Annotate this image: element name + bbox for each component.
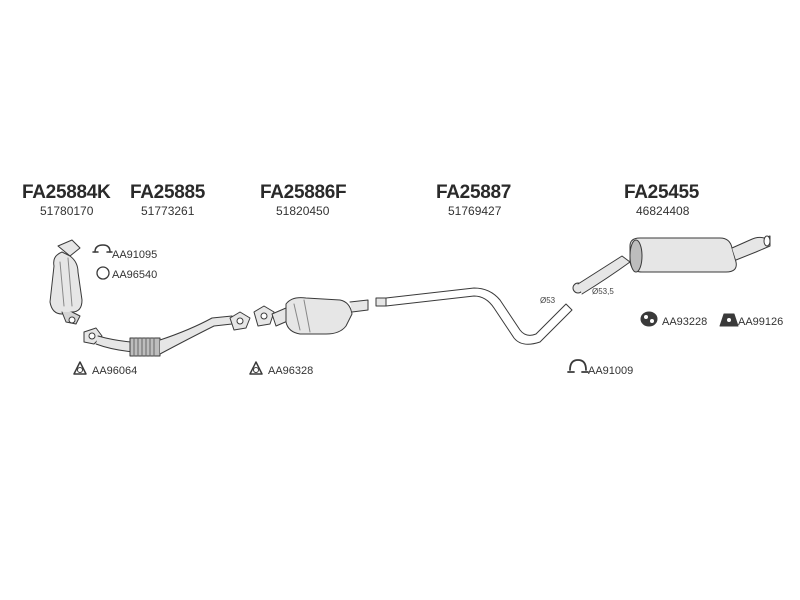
part-number-51780170: 51780170 [40, 204, 94, 218]
accessory-label-aa91009[interactable]: AA91009 [588, 365, 634, 377]
accessory-label-aa96328[interactable]: AA96328 [268, 365, 314, 377]
part-number-46824408: 46824408 [636, 204, 690, 218]
rubber-mount-icon[interactable] [640, 311, 658, 327]
dimension-label-d53: Ø53 [540, 296, 556, 305]
accessory-label-aa91095[interactable]: AA91095 [112, 249, 158, 261]
clamp-icon[interactable] [92, 244, 113, 253]
ring-gasket-icon[interactable] [96, 266, 110, 280]
part-number-51820450: 51820450 [276, 204, 330, 218]
part-code-fa25455[interactable]: FA25455 [624, 182, 700, 203]
catalytic-converter-fa25884k[interactable] [49, 239, 83, 325]
dimension-label-d53-5: Ø53,5 [592, 287, 614, 296]
accessory-label-aa96064[interactable]: AA96064 [92, 365, 138, 377]
flange-gasket-icon[interactable] [73, 361, 87, 375]
accessory-label-aa93228[interactable]: AA93228 [662, 316, 708, 328]
part-code-fa25885[interactable]: FA25885 [130, 182, 206, 203]
middle-pipe-fa25887[interactable] [375, 287, 573, 345]
part-code-fa25884k[interactable]: FA25884K [22, 182, 111, 203]
rear-silencer-fa25455[interactable] [572, 235, 771, 295]
part-number-51773261: 51773261 [141, 204, 195, 218]
part-number-51769427: 51769427 [448, 204, 502, 218]
accessory-label-aa99126[interactable]: AA99126 [738, 316, 784, 328]
flange-gasket-icon[interactable] [249, 361, 263, 375]
part-code-fa25887[interactable]: FA25887 [436, 182, 512, 203]
part-code-fa25886f[interactable]: FA25886F [260, 182, 347, 203]
catalytic-converter-fa25886f[interactable] [253, 297, 369, 335]
front-pipe-fa25885[interactable] [83, 311, 251, 357]
accessory-label-aa96540[interactable]: AA96540 [112, 269, 158, 281]
rubber-mount-icon[interactable] [719, 313, 739, 327]
clamp-icon[interactable] [567, 359, 589, 373]
